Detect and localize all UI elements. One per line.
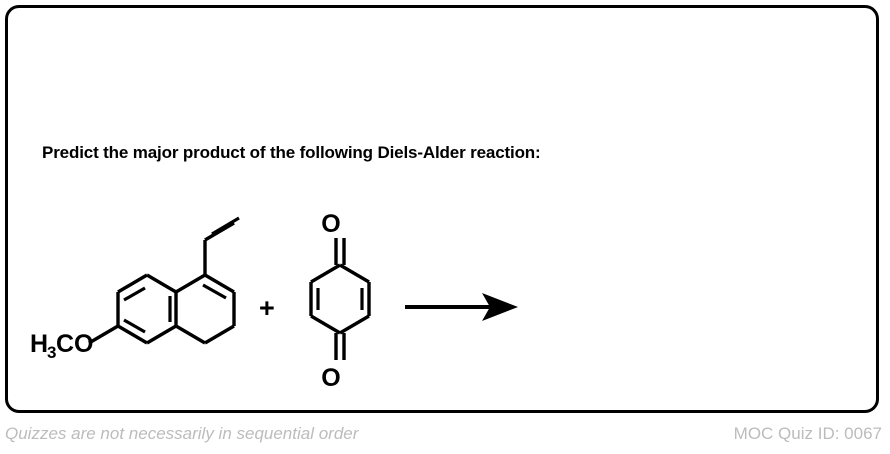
quiz-card-frame (5, 5, 879, 413)
reactant-dihydronaphthalene: H 3 CO (30, 216, 240, 362)
methoxy-label-subscript: 3 (47, 343, 56, 362)
page-title: Predict the major product of the followi… (42, 143, 541, 162)
footer-note: Quizzes are not necessarily in sequentia… (5, 424, 359, 443)
reaction-arrow (405, 293, 518, 321)
methoxy-label-H: H (30, 330, 48, 358)
footer-quiz-id: MOC Quiz ID: 0067 (733, 424, 882, 443)
reaction-scheme: H 3 CO + (0, 190, 890, 395)
methoxy-label-CO: CO (56, 330, 94, 358)
plus-sign: + (259, 293, 275, 323)
methoxy-label: H 3 CO (30, 330, 94, 362)
oxygen-label-bottom: O (321, 364, 340, 392)
reactant-benzoquinone: O O (309, 210, 371, 392)
oxygen-label-top: O (321, 210, 340, 238)
